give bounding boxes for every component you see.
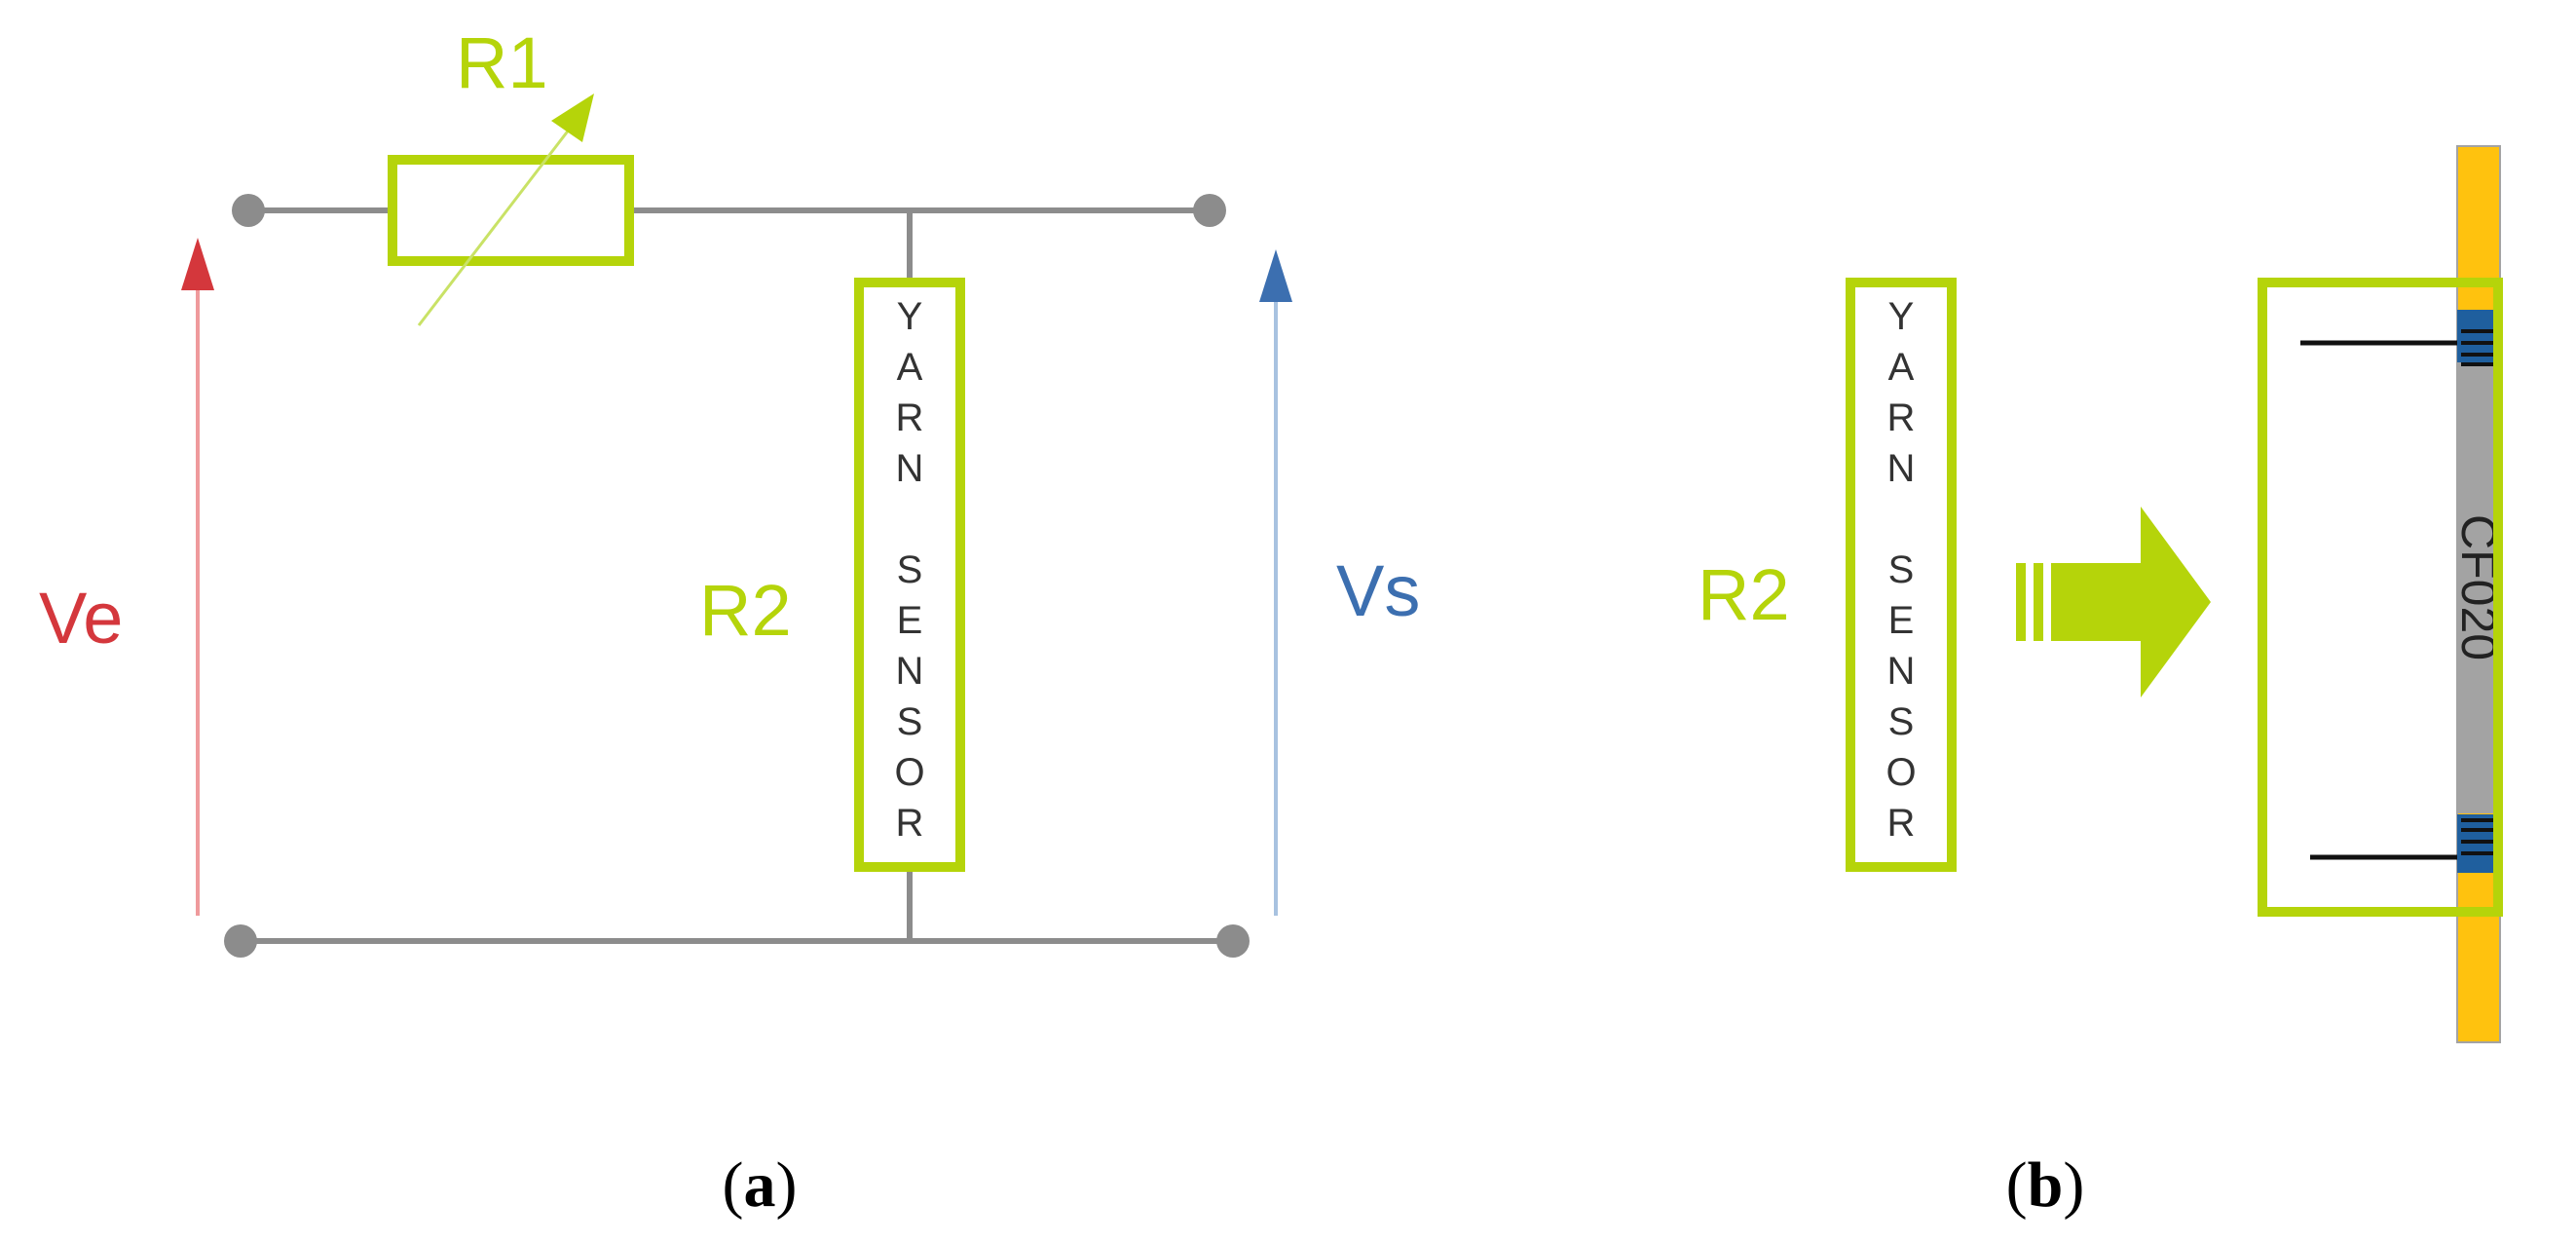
vs-arrow-head xyxy=(1259,249,1292,302)
sensor-letter: R xyxy=(1887,396,1916,439)
sensor-letter: E xyxy=(1888,599,1915,642)
caption-a: (a) xyxy=(723,1149,798,1221)
sensor-letter: S xyxy=(897,548,923,591)
sensor-letter: A xyxy=(897,346,923,389)
r1-variable-arrow-shaft xyxy=(417,124,575,326)
sensor-letter: E xyxy=(897,599,923,642)
sensor-letter: S xyxy=(1888,548,1915,591)
caption-b: (b) xyxy=(2006,1149,2085,1221)
sensor-letter: O xyxy=(894,751,924,794)
yarn-sensor-box-b xyxy=(1846,278,1957,872)
sensor-letter: A xyxy=(1888,346,1915,389)
sensor-letter: N xyxy=(1887,447,1916,490)
yarn-sensor-box xyxy=(854,278,965,872)
terminal-top-left xyxy=(232,194,265,227)
sensor-frame xyxy=(2258,278,2503,917)
sensor-letter: R xyxy=(1887,802,1916,845)
r2-label: R2 xyxy=(699,570,792,651)
sensor-letter: R xyxy=(896,396,924,439)
terminal-bottom-right xyxy=(1216,924,1250,958)
sensor-letter: Y xyxy=(897,295,923,338)
sensor-letter: S xyxy=(1888,700,1915,743)
terminal-top-right xyxy=(1193,194,1226,227)
ve-arrow-head xyxy=(181,238,214,290)
sensor-letter: N xyxy=(1887,650,1916,693)
sensor-letter: R xyxy=(896,802,924,845)
r1-variable-arrow-head xyxy=(551,94,594,142)
terminal-bottom-left xyxy=(224,924,257,958)
cf020-yarn: CF020 xyxy=(2451,145,2506,1043)
sensor-letter: S xyxy=(897,700,923,743)
sensor-letter: O xyxy=(1885,751,1916,794)
sensor-letter: N xyxy=(896,650,924,693)
sensor-letter: Y xyxy=(1888,295,1915,338)
vs-label: Vs xyxy=(1336,550,1420,631)
ve-label: Ve xyxy=(39,578,123,659)
r2-label-b: R2 xyxy=(1698,554,1790,635)
sensor-letter: N xyxy=(896,447,924,490)
r1-resistor xyxy=(388,155,634,266)
conversion-arrow-icon xyxy=(2016,507,2211,697)
r1-label: R1 xyxy=(456,22,548,103)
